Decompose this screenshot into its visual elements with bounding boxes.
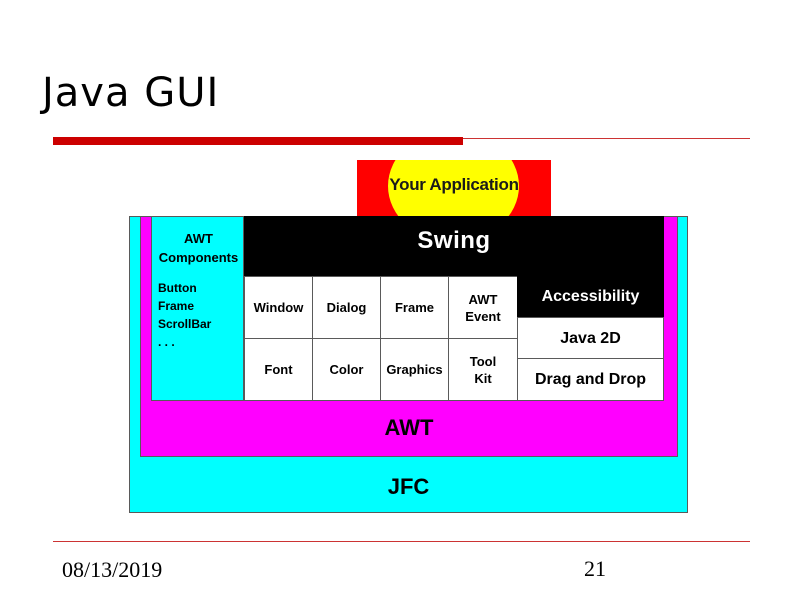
tool-kit-line1: Tool [469, 353, 497, 369]
drag-and-drop-block: Drag and Drop [517, 358, 664, 401]
awt-components-title: AWT Components [152, 229, 245, 267]
slide-date: 08/13/2019 [62, 557, 163, 582]
awt-component-item: ScrollBar [158, 317, 212, 331]
tool-kit-line2: Kit [474, 370, 492, 386]
swing-label: Swing [417, 227, 491, 254]
title-rule-thin [463, 138, 750, 139]
cell-color: Color [312, 338, 381, 401]
page-number: 21 [584, 556, 606, 581]
application-label: Your Application [389, 175, 519, 194]
awt-event-line1: AWT [468, 291, 498, 307]
slide-title: Java GUI [42, 70, 220, 116]
awt-event-line2: Event [465, 308, 501, 324]
java2d-block: Java 2D [517, 317, 664, 359]
awt-label: AWT [384, 415, 434, 440]
application-highlight-oval [388, 160, 519, 218]
footer-rule [53, 541, 750, 542]
swing-block [244, 216, 664, 276]
accessibility-block: Accessibility [517, 276, 664, 317]
cell-tool-kit: Tool Kit [448, 338, 518, 401]
cell-dialog: Dialog [312, 276, 381, 339]
application-block: Your Application [357, 160, 551, 218]
awt-components-title-line2: Components [158, 250, 239, 265]
awt-component-item: . . . [158, 335, 175, 349]
awt-components-block: AWT Components Button Frame ScrollBar . … [151, 216, 244, 401]
jfc-label: JFC [387, 474, 430, 499]
cell-awt-event: AWT Event [448, 276, 518, 339]
awt-component-item: Button [158, 281, 197, 295]
title-rule-thick [53, 137, 463, 145]
awt-component-item: Frame [158, 299, 195, 313]
cell-font: Font [244, 338, 313, 401]
cell-frame: Frame [380, 276, 449, 339]
cell-graphics: Graphics [380, 338, 449, 401]
cell-window: Window [244, 276, 313, 339]
awt-components-title-line1: AWT [184, 231, 213, 246]
